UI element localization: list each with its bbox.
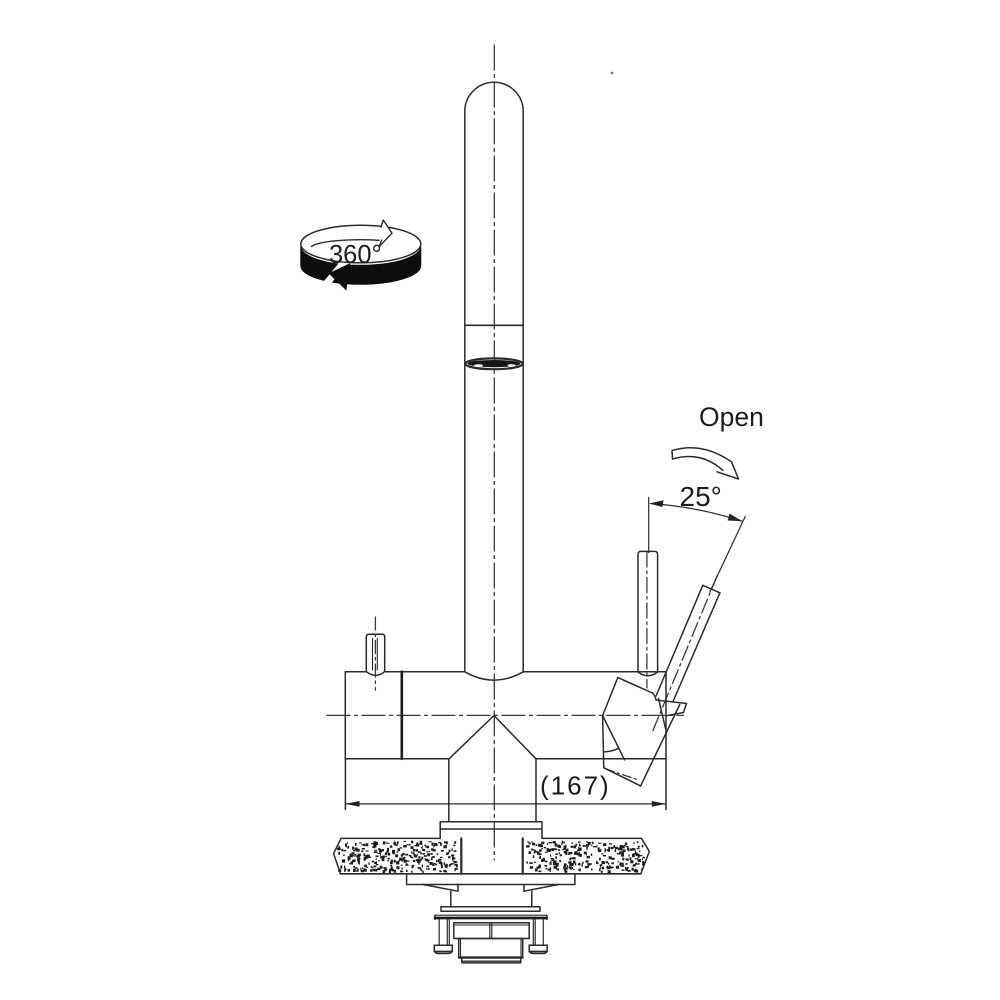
svg-text:25°: 25° bbox=[680, 481, 722, 512]
svg-text:Open: Open bbox=[699, 402, 764, 432]
svg-text:360°: 360° bbox=[329, 241, 382, 269]
svg-text:(167): (167) bbox=[540, 771, 611, 801]
